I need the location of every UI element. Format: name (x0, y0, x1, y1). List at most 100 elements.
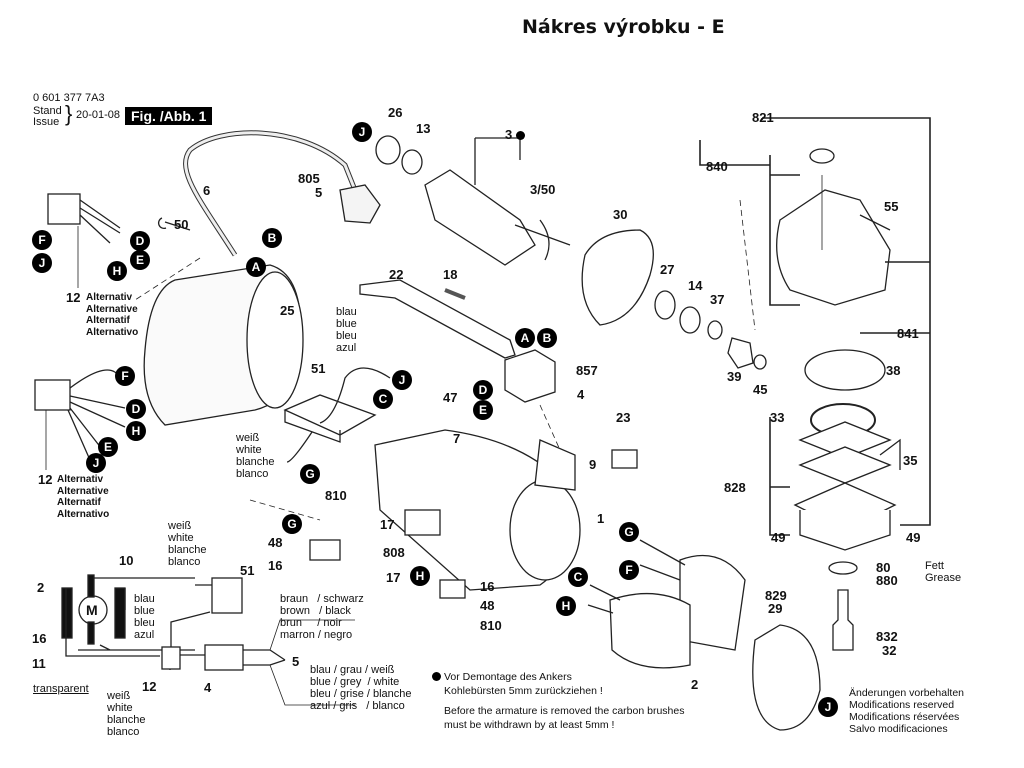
schematic-label-4: 4 (204, 680, 212, 695)
wire-color-transparent: transparent (33, 683, 89, 695)
part-label-829: 829 (765, 588, 787, 603)
motor-symbol: M (86, 602, 98, 618)
issue-date: 20-01-08 (76, 109, 121, 121)
schematic-label-12: 12 (142, 679, 157, 694)
field-coil (609, 592, 691, 669)
connector-badge-b: B (537, 328, 557, 348)
part-label-22: 22 (389, 267, 404, 282)
part-label-12b: 12 (38, 472, 53, 487)
part-label-38: 38 (886, 363, 901, 378)
part-label-4: 4 (577, 387, 585, 402)
wire-color-white-schematic-bottom: weiß white blanche blanco (107, 690, 146, 738)
gear-head (776, 189, 891, 306)
note-bullet-icon (432, 672, 441, 681)
part-label-26: 26 (388, 105, 403, 120)
connector-badge-c: C (373, 389, 393, 409)
wheel-guard (752, 624, 821, 731)
part-label-12a: 12 (66, 290, 81, 305)
part-label-16b: 16 (480, 579, 495, 594)
connector-badge-c: C (568, 567, 588, 587)
figure-tag: Fig. /Abb. 1 (125, 107, 213, 125)
connector-badge-h: H (126, 421, 146, 441)
fan-baffle (581, 229, 654, 326)
part-label-80: 80 (876, 560, 891, 575)
part-label-880: 880 (876, 573, 898, 588)
note-bullet-icon (515, 131, 525, 140)
field-coil (679, 554, 746, 651)
part-label-18: 18 (443, 267, 458, 282)
part-label-25: 25 (280, 303, 295, 318)
part-label-33: 33 (770, 410, 785, 425)
part-label-48a: 48 (268, 535, 283, 550)
part-label-45: 45 (753, 382, 768, 397)
connector-badge-f: F (32, 230, 52, 250)
part-label-55: 55 (884, 199, 899, 214)
connector-badge-f: F (619, 560, 639, 580)
brace: } (65, 101, 73, 126)
part-label-14: 14 (688, 278, 703, 293)
part-label-6: 6 (203, 183, 211, 198)
plug (339, 184, 381, 224)
part-label-37: 37 (710, 292, 725, 307)
part-label-35: 35 (903, 453, 918, 468)
wire-color-blue: blau blue bleu azul (336, 306, 357, 354)
schematic-label-16: 16 (32, 631, 47, 646)
modifications-reserved: Änderungen vorbehalten Modifications res… (849, 687, 965, 735)
part-label-17a: 17 (380, 517, 395, 532)
connector-badge-j: J (352, 122, 372, 142)
armature (424, 169, 536, 266)
wire-color-blue-schematic: blau blue bleu azul (134, 593, 155, 641)
connector-badge-e: E (130, 250, 150, 270)
part-label-3-50: 3/50 (530, 182, 556, 197)
part-label-17b: 17 (386, 570, 401, 585)
alternative-label-2: Alternativ Alternative Alternatif Altern… (57, 474, 110, 520)
armature-note-english: Before the armature is removed the carbo… (444, 705, 685, 731)
connector-badge-j: J (32, 253, 52, 273)
schematic-label-11: 11 (32, 656, 46, 671)
wire-color-brown-black: braun / schwarz brown / black brun / noi… (280, 593, 364, 641)
schematic-label-2: 2 (37, 580, 45, 595)
part-label-39: 39 (727, 369, 742, 384)
connector-badge-g: G (300, 464, 320, 484)
part-label-49b: 49 (906, 530, 921, 545)
part-label-805: 805 (298, 171, 320, 186)
part-label-30: 30 (613, 207, 628, 222)
wiring-schematic (61, 574, 355, 706)
connector-badge-h: H (107, 261, 127, 281)
connector-badge-d: D (130, 231, 150, 251)
part-label-840: 840 (706, 159, 728, 174)
part-label-821: 821 (752, 110, 774, 125)
schematic-label-51: 51 (240, 563, 255, 578)
part-label-7: 7 (453, 431, 461, 446)
part-label-13: 13 (416, 121, 431, 136)
part-label-47: 47 (443, 390, 458, 405)
part-label-9: 9 (589, 457, 597, 472)
armature-note-german: Vor Demontage des Ankers Kohlebürsten 5m… (432, 670, 603, 698)
connector-badge-j: J (392, 370, 412, 390)
connector-badge-a: A (246, 257, 266, 277)
wire-color-white-1: weiß white blanche blanco (236, 432, 275, 480)
part-label-828: 828 (724, 480, 746, 495)
grease-label: Fett Grease (925, 560, 962, 584)
part-number: 0 601 377 7A3 (33, 92, 105, 104)
connector-badge-f: F (115, 366, 135, 386)
connector-badge-e: E (98, 437, 118, 457)
connector-badge-d: D (126, 399, 146, 419)
part-label-841: 841 (897, 326, 919, 341)
part-label-23: 23 (616, 410, 631, 425)
wire-color-blue-grey-white: blau / grau / weiß blue / grey / white b… (310, 664, 412, 712)
part-label-50: 50 (174, 217, 189, 232)
wire-color-white-schematic-top: weiß white blanche blanco (168, 520, 207, 568)
part-label-3: 3 (505, 128, 528, 141)
part-label-29: 29 (768, 601, 783, 616)
part-label-32: 32 (882, 643, 897, 658)
connector-badge-j: J (86, 453, 106, 473)
part-label-48b: 48 (480, 598, 495, 613)
connector-badge-h: H (556, 596, 576, 616)
part-label-27: 27 (660, 262, 675, 277)
part-label-5: 5 (315, 185, 323, 200)
connector-badge-e: E (473, 400, 493, 420)
connector-badge-b: B (262, 228, 282, 248)
stand-issue-label: Stand Issue (33, 105, 62, 128)
